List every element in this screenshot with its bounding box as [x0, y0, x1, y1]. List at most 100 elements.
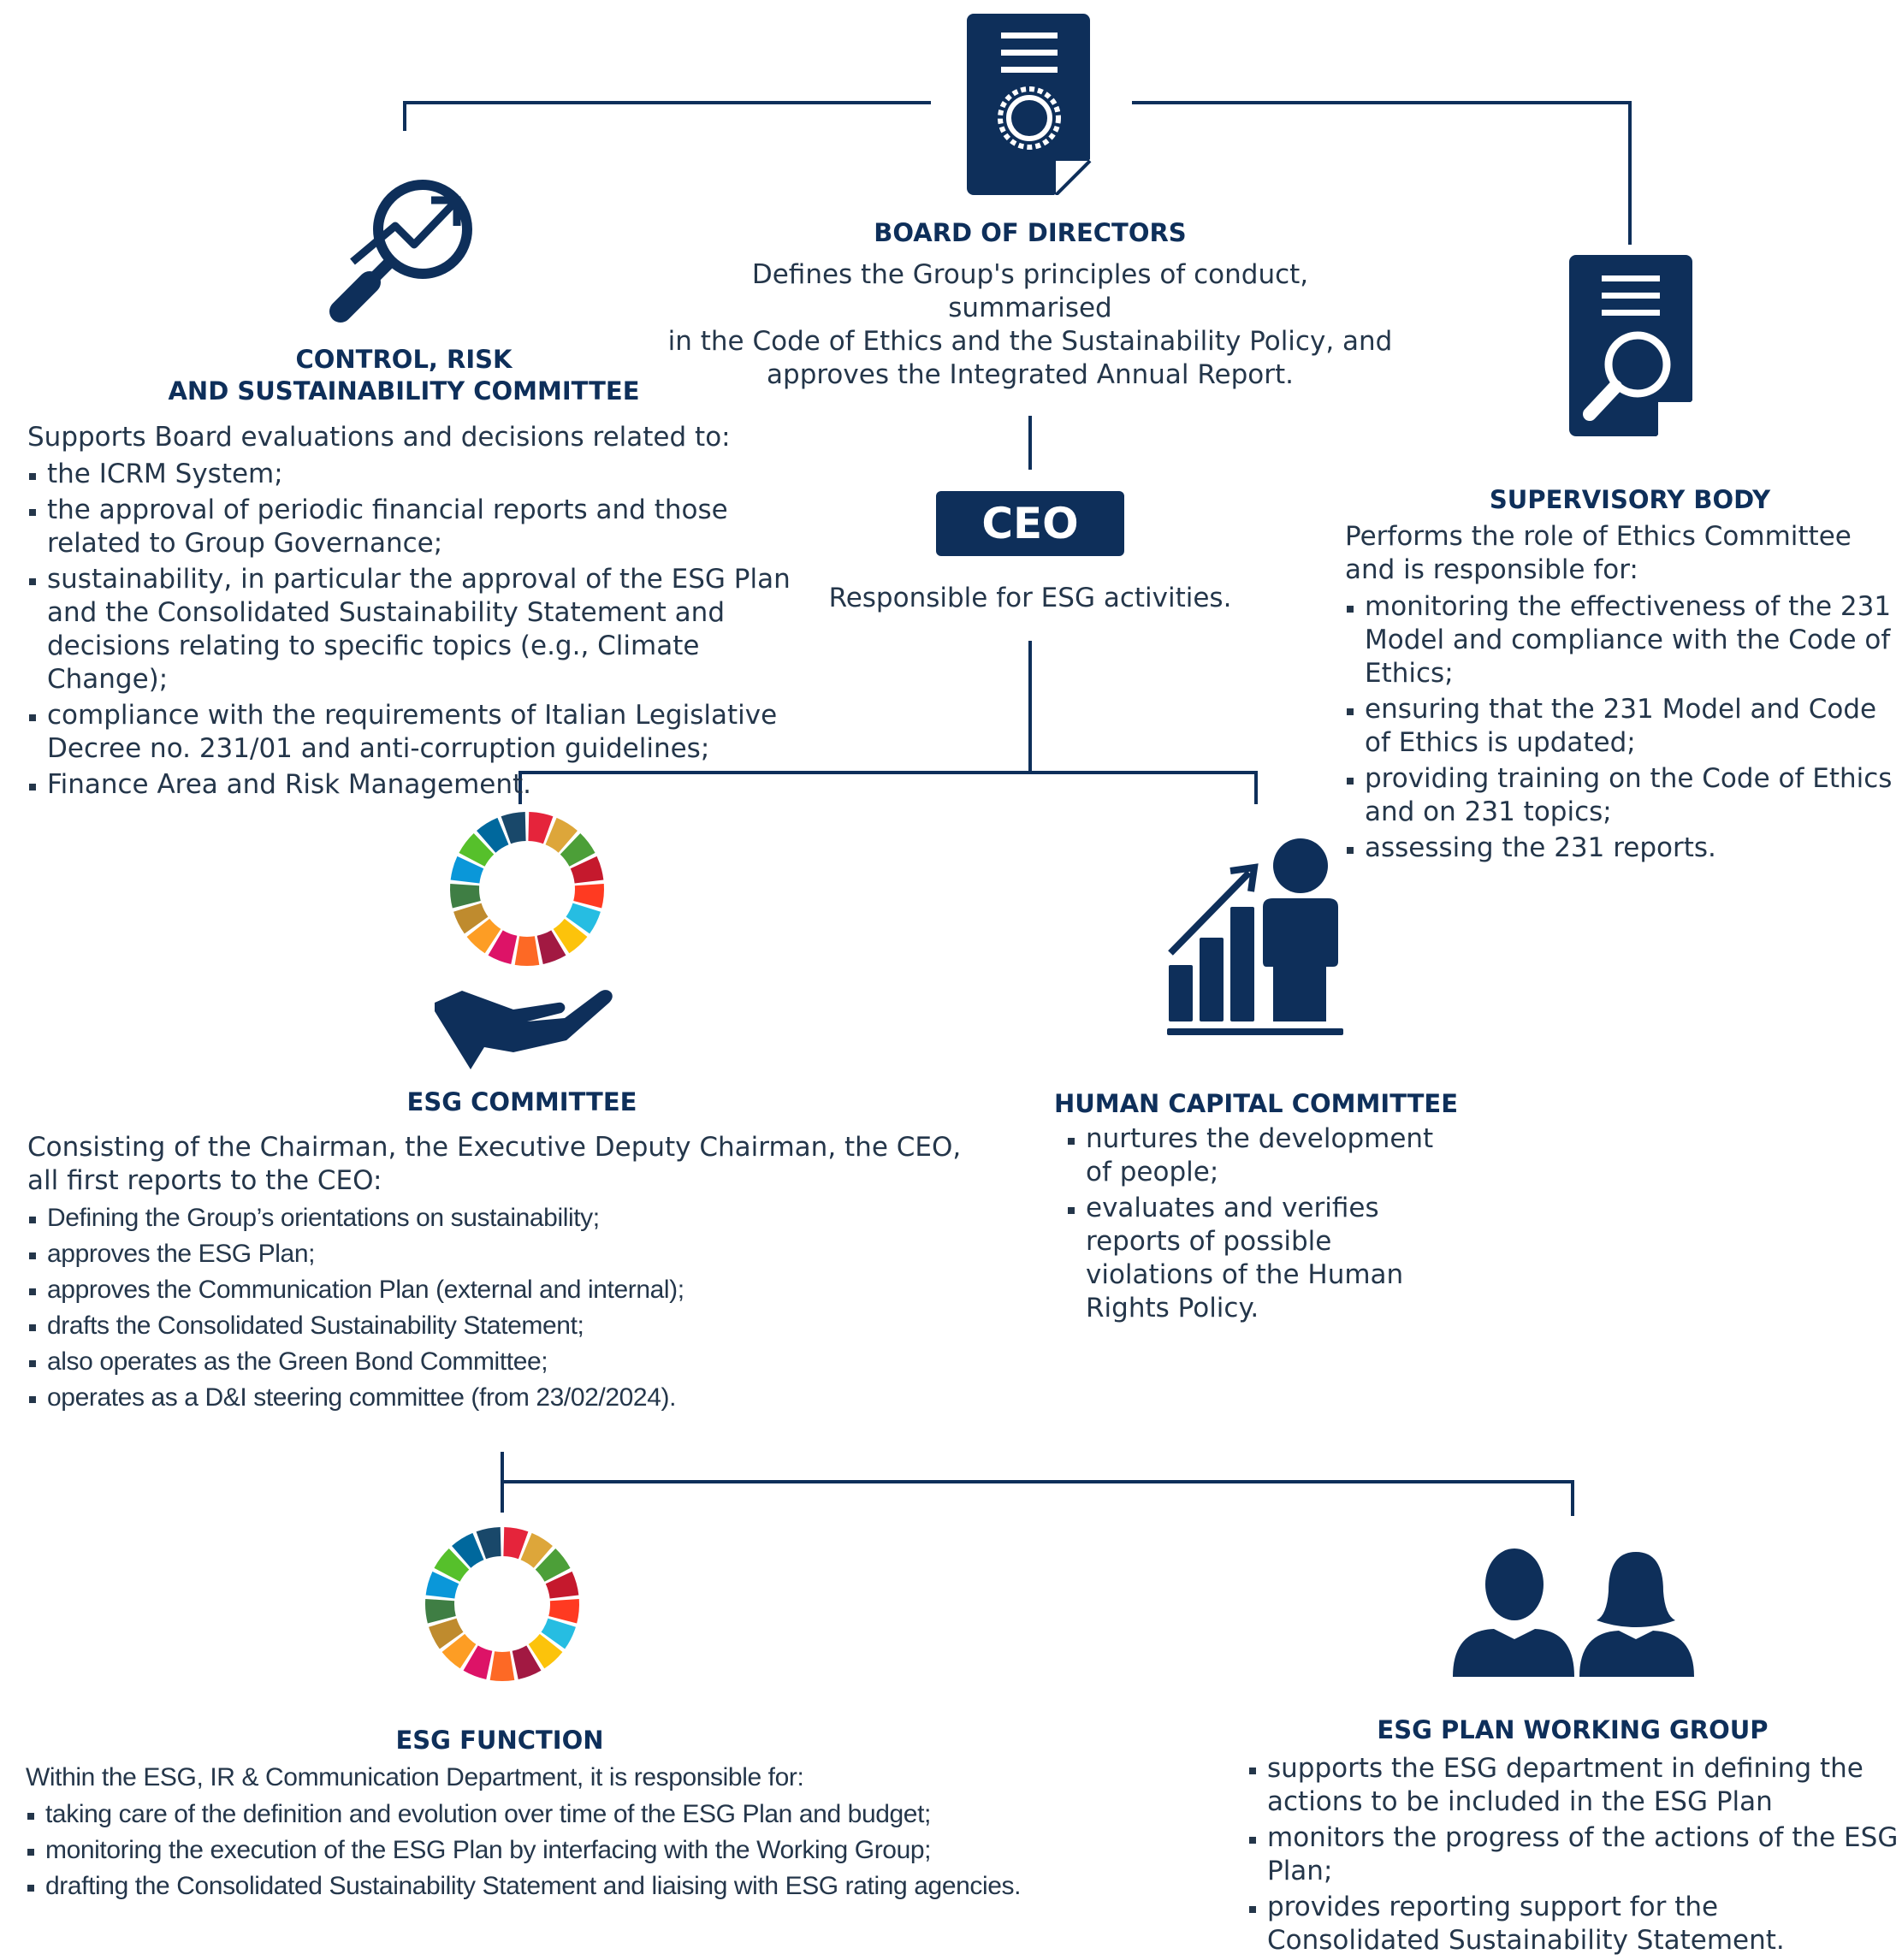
list-item: assessing the 231 reports. [1345, 832, 1897, 865]
control-title-line: CONTROL, RISK [295, 345, 513, 374]
document-search-icon [1569, 255, 1692, 436]
supervisory-title: SUPERVISORY BODY [1489, 485, 1771, 514]
working-group-list: supports the ESG department in defining … [1247, 1752, 1899, 1957]
ceo-box: CEO [936, 491, 1124, 556]
sdg-segment [560, 833, 595, 867]
list-item: monitors the progress of the actions of … [1247, 1821, 1899, 1888]
list-item: operates as a D&I steering committee (fr… [27, 1381, 986, 1414]
sdg-segment [441, 1633, 477, 1669]
control-title-line: AND SUSTAINABILITY COMMITTEE [168, 376, 640, 406]
sdg-segment [450, 856, 484, 884]
sdg-segment [466, 918, 501, 954]
board-description-line: in the Code of Ethics and the Sustainabi… [667, 326, 1393, 357]
sdg-segment [528, 1633, 563, 1669]
board-description-line: approves the Integrated Annual Report. [767, 359, 1294, 390]
sdg-wheel [424, 1527, 580, 1681]
control-committee-title: CONTROL, RISK AND SUSTAINABILITY COMMITT… [147, 344, 661, 407]
list-item: evaluates and verifies reports of possib… [1066, 1192, 1443, 1325]
sdg-segment [434, 1548, 470, 1582]
list-item: drafting the Consolidated Sustainability… [26, 1869, 1104, 1903]
sdg-segment [535, 1548, 571, 1582]
growth-chart-person-icon [1167, 838, 1343, 1035]
list-item: approves the Communication Plan (externa… [27, 1273, 986, 1306]
sdg-segment [514, 936, 540, 966]
sdg-segment [573, 883, 605, 909]
connector-board-to-control [403, 101, 931, 131]
sdg-segment [477, 817, 509, 853]
list-item: compliance with the requirements of Ital… [27, 699, 797, 766]
sdg-segment [453, 903, 489, 934]
esg-function-title: ESG FUNCTION [395, 1726, 604, 1755]
list-item: the ICRM System; [27, 458, 797, 491]
sdg-segment [541, 1618, 576, 1649]
sdg-segment [566, 903, 601, 934]
esg-committee-description: Consisting of the Chairman, the Executiv… [27, 1131, 986, 1417]
board-description: Defines the Group's principles of conduc… [667, 258, 1393, 392]
list-item: providing training on the Code of Ethics… [1345, 762, 1897, 829]
list-item: taking care of the definition and evolut… [26, 1797, 1104, 1831]
connector-lines [403, 101, 1632, 1516]
sdg-segment [545, 1571, 579, 1599]
connector-ceo-to-committees [518, 641, 1032, 804]
connector-board-to-supervisory [1132, 101, 1632, 245]
list-item: monitoring the execution of the ESG Plan… [26, 1833, 1104, 1867]
sdg-segment [520, 1532, 553, 1568]
esg-function-intro: Within the ESG, IR & Communication Depar… [26, 1763, 804, 1791]
list-item: supports the ESG department in defining … [1247, 1752, 1899, 1819]
esg-function-description: Within the ESG, IR & Communication Depar… [26, 1761, 1104, 1905]
two-people-icon [1453, 1548, 1694, 1677]
sdg-segment [553, 918, 588, 954]
certificate-document-icon [967, 14, 1092, 195]
sdg-segment [429, 1618, 464, 1649]
list-item: ensuring that the 231 Model and Code of … [1345, 693, 1897, 760]
working-group-description: supports the ESG department in defining … [1247, 1752, 1899, 1960]
control-list: the ICRM System; the approval of periodi… [27, 458, 797, 802]
supervisory-description: Performs the role of Ethics Committee an… [1345, 520, 1897, 867]
list-item: sustainability, in particular the approv… [27, 563, 797, 696]
sdg-segment [449, 883, 481, 909]
human-capital-list: nurtures the development of people; eval… [1066, 1122, 1443, 1325]
list-item: provides reporting support for the Conso… [1247, 1891, 1899, 1957]
sdg-segment [489, 1651, 515, 1681]
list-item: nurtures the development of people; [1066, 1122, 1443, 1189]
esg-function-list: taking care of the definition and evolut… [26, 1797, 1104, 1903]
sdg-segment [425, 1571, 459, 1599]
human-capital-description: nurtures the development of people; eval… [1066, 1122, 1443, 1328]
esg-committee-list: Defining the Group’s orientations on sus… [27, 1201, 986, 1414]
sdg-segment [424, 1598, 456, 1624]
sdg-segment [452, 1532, 484, 1568]
sdg-segment [545, 817, 578, 853]
sdg-wheel [449, 812, 605, 966]
sdg-segment [488, 930, 518, 965]
control-committee-description: Supports Board evaluations and decisions… [27, 421, 797, 804]
ceo-description: Responsible for ESG activities. [828, 583, 1232, 613]
sdg-segment [503, 1527, 529, 1560]
sdg-segment [501, 812, 526, 844]
control-intro: Supports Board evaluations and decisions… [27, 422, 731, 453]
sdg-wheel-hand-icon [435, 812, 613, 1069]
list-item: the approval of periodic financial repor… [27, 494, 797, 560]
esg-committee-intro: Consisting of the Chairman, the Executiv… [27, 1132, 962, 1196]
board-title: BOARD OF DIRECTORS [874, 218, 1187, 247]
board-description-line: Defines the Group's principles of conduc… [751, 259, 1309, 323]
list-item: monitoring the effectiveness of the 231 … [1345, 590, 1897, 690]
supervisory-list: monitoring the effectiveness of the 231 … [1345, 590, 1897, 865]
connector-ceo-to-human-capital [1030, 771, 1258, 804]
list-item: drafts the Consolidated Sustainability S… [27, 1309, 986, 1342]
working-group-title: ESG PLAN WORKING GROUP [1377, 1715, 1769, 1744]
sdg-segment [459, 833, 495, 867]
sdg-segment [512, 1645, 542, 1680]
sdg-segment [536, 930, 566, 965]
supervisory-intro: Performs the role of Ethics Committee an… [1345, 521, 1852, 585]
magnifier-chart-icon [329, 180, 472, 323]
list-item: also operates as the Green Bond Committe… [27, 1345, 986, 1378]
connector-esg-to-working-group [502, 1480, 1574, 1516]
sdg-wheel-icon [424, 1527, 580, 1681]
human-capital-title: HUMAN CAPITAL COMMITTEE [1053, 1089, 1459, 1118]
sdg-segment [570, 856, 604, 884]
sdg-segment [476, 1527, 501, 1560]
list-item: Finance Area and Risk Management. [27, 768, 797, 802]
list-item: approves the ESG Plan; [27, 1237, 986, 1270]
sdg-segment [548, 1598, 580, 1624]
sdg-segment [528, 812, 554, 844]
